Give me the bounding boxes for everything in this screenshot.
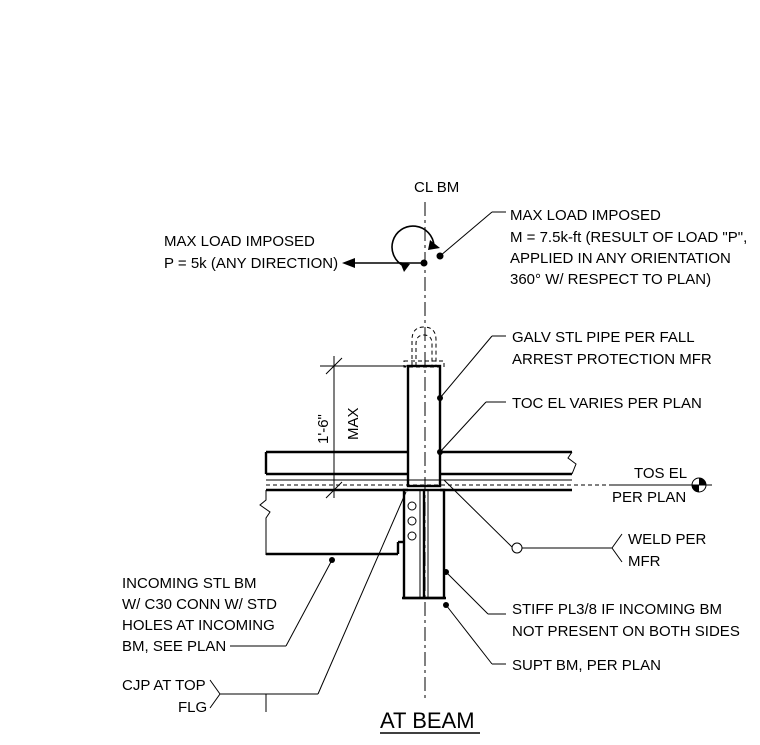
incoming-beam [259,490,417,556]
tos-elevation-symbol [612,477,712,493]
incoming-line-3: HOLES AT INCOMING [122,617,275,634]
toc-el-label: TOC EL VARIES PER PLAN [512,395,702,412]
weld-line-1: WELD PER [628,531,707,548]
load-m-line-1: MAX LOAD IMPOSED [510,207,661,224]
stiff-line-2: NOT PRESENT ON BOTH SIDES [512,623,740,640]
weld-line-2: MFR [628,553,661,570]
support-beam [402,488,446,600]
pipe-line-2: ARREST PROTECTION MFR [512,351,712,368]
galv-pipe [403,326,445,488]
supt-bm-label: SUPT BM, PER PLAN [512,657,661,674]
load-m-line-4: 360° W/ RESPECT TO PLAN) [510,271,711,288]
leaders [209,211,623,712]
height-dimension [320,356,408,499]
incoming-line-4: BM, SEE PLAN [122,638,226,655]
stiff-line-1: STIFF PL3/8 IF INCOMING BM [512,601,722,618]
tos-line-1: TOS EL [634,465,687,482]
load-m-line-2: M = 7.5k-ft (RESULT OF LOAD "P", [510,229,747,246]
moment-load-symbol [391,225,440,272]
load-p-line-1: MAX LOAD IMPOSED [164,233,315,250]
cjp-line-1: CJP AT TOP [122,677,206,694]
tos-line-2: PER PLAN [612,489,686,506]
dimension-height-label: 1'-6" [315,414,332,444]
load-m-line-3: APPLIED IN ANY ORIENTATION [510,250,731,267]
detail-title: AT BEAM [380,708,475,733]
load-p-line-2: P = 5k (ANY DIRECTION) [164,255,338,272]
p-load-arrow [342,258,424,268]
dimension-max-label: MAX [345,407,362,440]
cjp-line-2: FLG [178,699,207,716]
cl-bm-label: CL BM [414,179,459,196]
pipe-line-1: GALV STL PIPE PER FALL [512,329,695,346]
incoming-line-1: INCOMING STL BM [122,575,256,592]
incoming-line-2: W/ C30 CONN W/ STD [122,596,277,613]
